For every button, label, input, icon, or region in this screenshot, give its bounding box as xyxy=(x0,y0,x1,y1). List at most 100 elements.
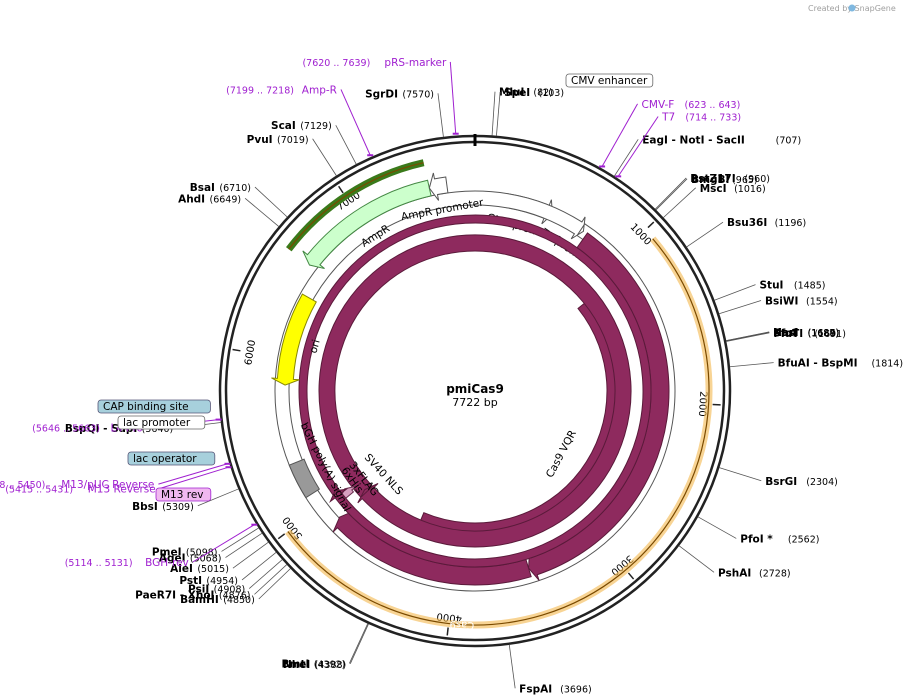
feature-label-cas9-vqr: Cas9 VQR xyxy=(544,428,579,480)
site-pmei[interactable]: PmeI(5098) xyxy=(152,527,259,559)
site-name: BfuAI - BspMI xyxy=(778,358,858,370)
site-leader xyxy=(221,527,259,552)
feature-ori[interactable] xyxy=(271,293,317,386)
site-leader xyxy=(254,186,288,218)
callout-label: lac promoter xyxy=(123,417,191,429)
primer-leader xyxy=(601,103,638,167)
callout-cap-binding-site[interactable]: CAP binding site xyxy=(97,399,211,414)
outer-arc-line-ampr-outer xyxy=(288,162,424,250)
primer-m13-puc-reverse[interactable]: M13/pUC Reverse(5428 .. 5450) xyxy=(0,462,231,491)
site-pfoi[interactable]: PfoI *(2562) xyxy=(697,516,820,546)
site-sfoi[interactable]: SfoI(1689) xyxy=(725,327,839,342)
site-bsrgi[interactable]: BsrGI(2304) xyxy=(719,467,838,488)
primer-name: pRS-marker xyxy=(384,57,447,69)
site-leader xyxy=(254,564,288,595)
primer-prs-marker[interactable]: pRS-marker (7620 .. 7639) xyxy=(302,57,459,135)
site-leader xyxy=(613,139,639,177)
site-spei[interactable]: SpeI(103) xyxy=(496,87,564,136)
site-position: (960) xyxy=(744,174,770,185)
site-position: (7570) xyxy=(402,89,434,100)
site-msci[interactable]: MscI(1016) xyxy=(663,183,766,218)
site-nhei[interactable]: NheI(4388) xyxy=(283,623,369,671)
feature-cas9-vqr-inner[interactable] xyxy=(416,296,626,542)
feature-sv40-nls[interactable] xyxy=(318,234,632,548)
site-sgrdi[interactable]: SgrDI(7570) xyxy=(365,88,444,138)
site-bstz17i[interactable]: BstZ17I(960) xyxy=(654,173,770,210)
callout-label: M13 rev xyxy=(161,489,204,501)
site-name: SpeI xyxy=(504,87,530,99)
callout-m13-rev[interactable]: M13 rev xyxy=(155,487,212,502)
site-position: (5015) xyxy=(197,564,229,575)
site-leader xyxy=(714,284,756,301)
ruler-tick xyxy=(232,348,241,352)
feature-ampr-promoter[interactable] xyxy=(428,172,449,201)
site-leader xyxy=(678,545,715,573)
primer-name: CMV-F xyxy=(642,99,675,111)
primer-m13-reverse[interactable]: M13 Reverse(5415 .. 5431) xyxy=(5,466,232,495)
site-paer7i-xhoi[interactable]: PaeR7I - XhoI (4876) xyxy=(135,564,288,602)
site-name: NarI xyxy=(773,327,798,339)
site-psti[interactable]: PstI(4954) xyxy=(179,551,277,587)
site-leader xyxy=(197,488,239,507)
site-leader xyxy=(244,197,280,227)
site-bsiwi[interactable]: BsiWI(1554) xyxy=(718,296,838,315)
site-eagi-noti-sacii[interactable]: EagI - NotI - SacII(707) xyxy=(613,134,801,177)
callout-lac-promoter[interactable]: lac promoter xyxy=(117,415,206,430)
primer-name: BGH-rev xyxy=(145,557,189,569)
site-psii[interactable]: PsiI(4908) xyxy=(188,559,283,596)
site-position: (4876) xyxy=(219,590,251,601)
site-bmti[interactable]: BmtI(4392) xyxy=(282,623,369,670)
site-mlui[interactable]: MluI(82) xyxy=(491,87,553,136)
site-bamhi[interactable]: BamHI(4850) xyxy=(180,568,291,606)
site-position: (2728) xyxy=(759,568,791,579)
site-name: BmgBI xyxy=(691,174,729,186)
site-name: SfoI xyxy=(773,327,796,339)
site-pvui[interactable]: PvuI(7019) xyxy=(247,134,337,176)
site-scai[interactable]: ScaI(7129) xyxy=(271,120,357,165)
outer-arc-line-cas9 xyxy=(287,238,710,626)
feature-ampr[interactable] xyxy=(302,179,432,270)
site-bbsi[interactable]: BbsI(5309) xyxy=(132,488,239,513)
site-bfuai-bspmi[interactable]: BfuAI - BspMI(1814) xyxy=(729,358,903,370)
site-leader xyxy=(686,221,724,248)
site-pluti[interactable]: PluTI(1691) xyxy=(726,328,846,342)
site-fspai[interactable]: FspAI(3696) xyxy=(508,644,592,696)
site-position: (1554) xyxy=(806,297,838,308)
site-bsu36i[interactable]: Bsu36I(1196) xyxy=(686,217,807,248)
site-stui[interactable]: StuI(1485) xyxy=(714,280,825,301)
site-name: PaeR7I - XhoI xyxy=(135,589,214,601)
site-leader xyxy=(349,623,369,665)
site-agei[interactable]: AgeI(5068) xyxy=(159,532,263,565)
site-position: (1691) xyxy=(814,329,846,340)
site-name: AgeI xyxy=(159,553,186,565)
site-leader xyxy=(312,138,337,176)
primer-amp-r[interactable]: Amp-R(7199 .. 7218) xyxy=(226,84,374,157)
site-alei[interactable]: AleI(5015) xyxy=(170,541,269,575)
site-position: (4392) xyxy=(314,659,346,670)
primer-t7[interactable]: T7(714 .. 733) xyxy=(615,111,741,178)
feature-bgh-poly-a-signal[interactable] xyxy=(288,458,321,499)
site-ahdi[interactable]: AhdI(6649) xyxy=(178,193,280,227)
callout-lac-operator[interactable]: lac operator xyxy=(127,451,216,466)
site-name: MscI xyxy=(700,183,727,195)
callout-cmv-enhancer[interactable]: CMV enhancer xyxy=(565,73,654,88)
ruler-tick xyxy=(277,533,286,540)
primer-range: (5646 .. 5663) xyxy=(32,424,100,435)
site-position: (1688) xyxy=(808,328,840,339)
primer-range: (623 .. 643) xyxy=(685,100,741,111)
site-bmgbi[interactable]: BmgBI(965) xyxy=(655,174,758,211)
site-position: (2562) xyxy=(788,534,820,545)
site-pshai[interactable]: PshAI(2728) xyxy=(678,545,791,580)
site-position: (7019) xyxy=(277,135,309,146)
site-leader xyxy=(258,568,291,600)
primer-cmv-f[interactable]: CMV-F (623 .. 643) xyxy=(599,99,741,168)
site-leader xyxy=(718,300,762,315)
primer-bgh-rev[interactable]: BGH-rev(5114 .. 5131) xyxy=(65,523,258,569)
primer-range: (7620 .. 7639) xyxy=(302,58,370,69)
site-bsai[interactable]: BsaI(6710) xyxy=(190,182,288,218)
feature-6xhis[interactable] xyxy=(298,214,652,568)
site-name: NheI xyxy=(283,659,310,671)
